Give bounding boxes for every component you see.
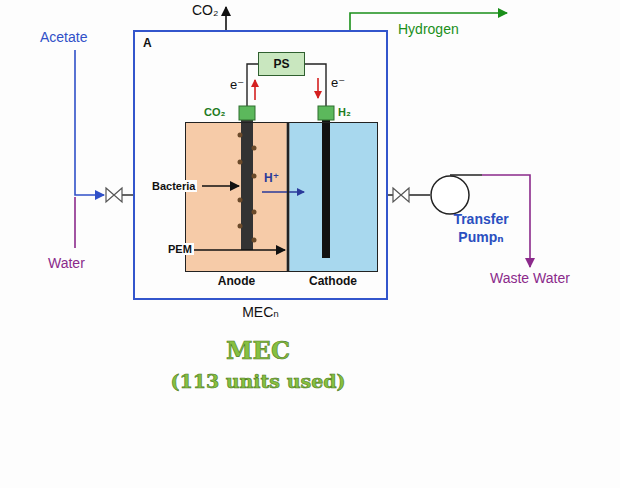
h2-port [318, 106, 334, 120]
gas-label: CO₂ [192, 3, 218, 18]
stream-label: Water [48, 256, 85, 271]
anode-chamber: Anode [185, 122, 288, 272]
water-line [74, 197, 76, 248]
bacteria-dots [238, 133, 257, 243]
pump-name: Transfer Pumpₙ [444, 211, 518, 246]
electron-label: e⁻ [230, 78, 244, 92]
co2-port [239, 106, 255, 120]
transfer-pump: Transfer Pumpₙ [430, 175, 470, 215]
pump-outline [431, 176, 469, 214]
stream-label: Acetate [40, 30, 87, 45]
inlet-valve [106, 188, 122, 202]
diagram-title: MEC [140, 336, 376, 365]
power-supply-label: PS [273, 57, 289, 71]
pump-discharge [450, 174, 482, 176]
port-label: CO₂ [204, 106, 225, 118]
cathode-fill [288, 122, 378, 272]
anode-electrode [241, 110, 253, 250]
outlet-valve [393, 188, 409, 202]
anode-fill [185, 122, 288, 272]
leader-arrow [194, 249, 285, 250]
electron-arrow [317, 78, 319, 98]
part-label: Bacteria [150, 180, 197, 192]
chamber-name: Cathode [289, 274, 377, 288]
cathode-electrode [322, 110, 330, 258]
pump-circle [430, 175, 470, 215]
mec-unit-box: AMECₙPSAnodeCathode [133, 30, 388, 300]
stream-label: Waste Water [490, 271, 570, 286]
inlet-pipe [122, 194, 133, 195]
chamber-name: Anode [186, 274, 287, 288]
port-label: H₂ [338, 106, 351, 118]
acetate-line [75, 50, 104, 195]
electron-label: e⁻ [331, 76, 345, 90]
power-supply-box: PS [258, 52, 305, 76]
unit-name: MECₙ [135, 304, 386, 320]
proton-arrow [262, 191, 304, 193]
cathode-chamber: Cathode [288, 122, 378, 272]
co2-outlet-arrow [225, 7, 227, 30]
electron-arrow [254, 80, 256, 100]
stream-label: Hydrogen [398, 22, 459, 37]
diagram-caption: (113 units used) [110, 370, 406, 392]
leader-arrow [202, 185, 239, 186]
part-label: PEM [166, 243, 194, 255]
ion-label: H⁺ [264, 172, 279, 185]
unit-letter: A [143, 36, 152, 50]
